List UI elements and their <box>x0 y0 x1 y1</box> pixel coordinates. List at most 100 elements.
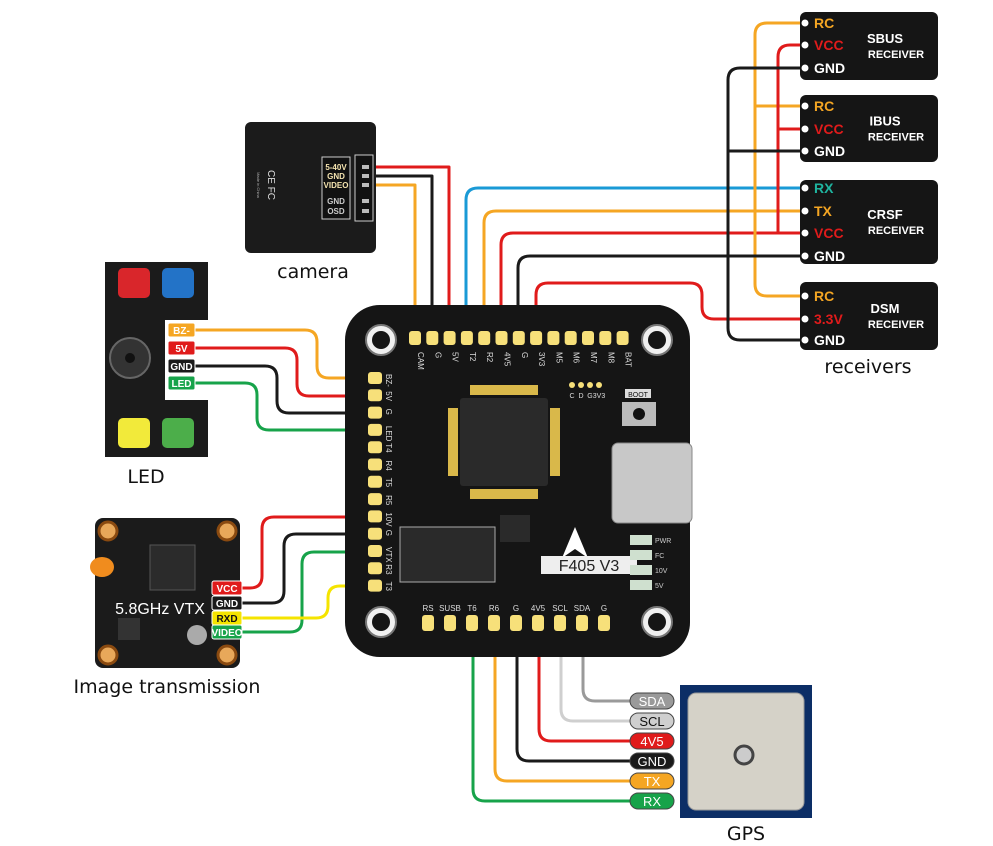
led-pin-tag-label: GND <box>170 362 192 373</box>
pad-label: VTX <box>384 547 393 563</box>
gps-pin-label: 4V5 <box>640 734 663 749</box>
pad-top <box>478 331 491 345</box>
usb-c-port[interactable] <box>611 442 693 524</box>
vtx-caption: Image transmission <box>74 676 261 698</box>
pad-bottom <box>598 615 610 631</box>
pad-label: R6 <box>489 604 500 613</box>
pad-left <box>368 562 382 575</box>
receiver-sub: RECEIVER <box>868 319 924 331</box>
pad-label: M5 <box>554 352 563 364</box>
pad-label: SUSB <box>439 604 461 613</box>
wire-gps-rx <box>471 622 632 803</box>
receiver-pin-label: RC <box>814 288 834 304</box>
pad-label: RS <box>422 604 433 613</box>
gps-pin-tag <box>629 692 675 710</box>
vtx-name: 5.8GHz VTX <box>115 601 205 618</box>
pad-label: R5 <box>384 495 393 506</box>
pad-label: T2 <box>468 352 477 362</box>
pad-left <box>368 475 382 488</box>
led-pin-tag <box>167 358 196 374</box>
receiver-pin <box>800 146 810 156</box>
wire-camera-video <box>372 183 417 338</box>
pad-label: SDA <box>574 604 591 613</box>
wire-gps-tx <box>493 622 632 783</box>
receiver-pin-label: VCC <box>814 37 844 53</box>
led-pin-tag-label: LED <box>172 379 192 390</box>
wire-gps-gnd <box>515 622 632 763</box>
wire-vtx-vcc <box>242 515 375 590</box>
receiver-pin <box>800 291 810 301</box>
wire-rc-bus <box>753 21 805 298</box>
pad-bottom <box>466 615 478 631</box>
wire-camera-gnd <box>372 174 434 338</box>
receiver-pin-label: VCC <box>814 121 844 137</box>
pad-label: CAM <box>416 352 425 370</box>
small-pad-label: G <box>587 393 592 400</box>
wire-gps-scl <box>559 622 632 723</box>
pad-label: T6 <box>467 604 477 613</box>
pad-top <box>409 331 421 345</box>
wire-dsm-3v3 <box>534 281 805 338</box>
status-led <box>630 565 652 575</box>
wire-vtx-video <box>242 550 375 634</box>
boot-label: BOOT <box>628 392 649 399</box>
led-label: 10V <box>655 568 668 575</box>
vtx-pin-tag-label: GND <box>216 599 238 610</box>
status-led <box>630 550 652 560</box>
camera-pin-label: 5-40V <box>325 163 347 172</box>
pad-bottom <box>576 615 588 631</box>
receiver-pin <box>800 63 810 73</box>
wire-gps-sda <box>581 622 632 703</box>
vtx-pin-tag-label: VIDEO <box>211 628 242 639</box>
vtx-pin-tag-label: RXD <box>216 614 237 625</box>
mounting-holes <box>365 324 673 638</box>
pad-label: R2 <box>485 352 494 363</box>
pad-label: G <box>520 352 529 358</box>
camera-pin-label: GND <box>327 172 345 181</box>
camera-connector-pin <box>362 209 369 213</box>
wires <box>195 21 805 803</box>
pad-label: 4V5 <box>531 604 546 613</box>
receiver-pin-label: GND <box>814 60 845 76</box>
receiver-pin <box>800 18 810 28</box>
pad-top <box>616 331 629 345</box>
gps-pin-label: SDA <box>639 694 666 709</box>
camera: CE FC Made in China 5-40VGNDVIDEOGNDOSD … <box>245 122 376 283</box>
led-caption: LED <box>127 466 164 488</box>
pad-top <box>582 331 594 345</box>
pad-left <box>368 493 382 506</box>
gps-pin-label: RX <box>643 794 661 809</box>
pad-left <box>368 389 382 402</box>
gps-pin-tag <box>629 752 675 770</box>
pad-label: G <box>513 604 519 613</box>
pad-bottom <box>488 615 500 631</box>
pad-top <box>530 331 543 345</box>
receiver-pin-label: VCC <box>814 225 844 241</box>
pad-top <box>547 331 560 345</box>
pad-label: LED <box>384 426 393 442</box>
vtx-pin-tag <box>211 580 243 596</box>
pad-label: R4 <box>384 461 393 472</box>
receiver-pin <box>800 206 810 216</box>
pad-label: 3V3 <box>537 352 546 367</box>
pad-left <box>368 441 382 454</box>
pad-top <box>426 331 439 345</box>
receiver-pin-label: TX <box>814 203 833 219</box>
pad-label: M6 <box>572 352 581 364</box>
gps-pin-label: SCL <box>639 714 664 729</box>
receiver-pin <box>800 228 810 238</box>
pad-label: G <box>384 530 393 536</box>
pad-bottom <box>532 615 544 631</box>
receiver-pin-label: RC <box>814 15 834 31</box>
wire-led-bz <box>195 328 375 380</box>
wire-led-signal <box>195 381 375 432</box>
receiver-pin <box>800 335 810 345</box>
receiver-name: IBUS <box>869 114 900 129</box>
pad-label: 5V <box>451 352 460 362</box>
